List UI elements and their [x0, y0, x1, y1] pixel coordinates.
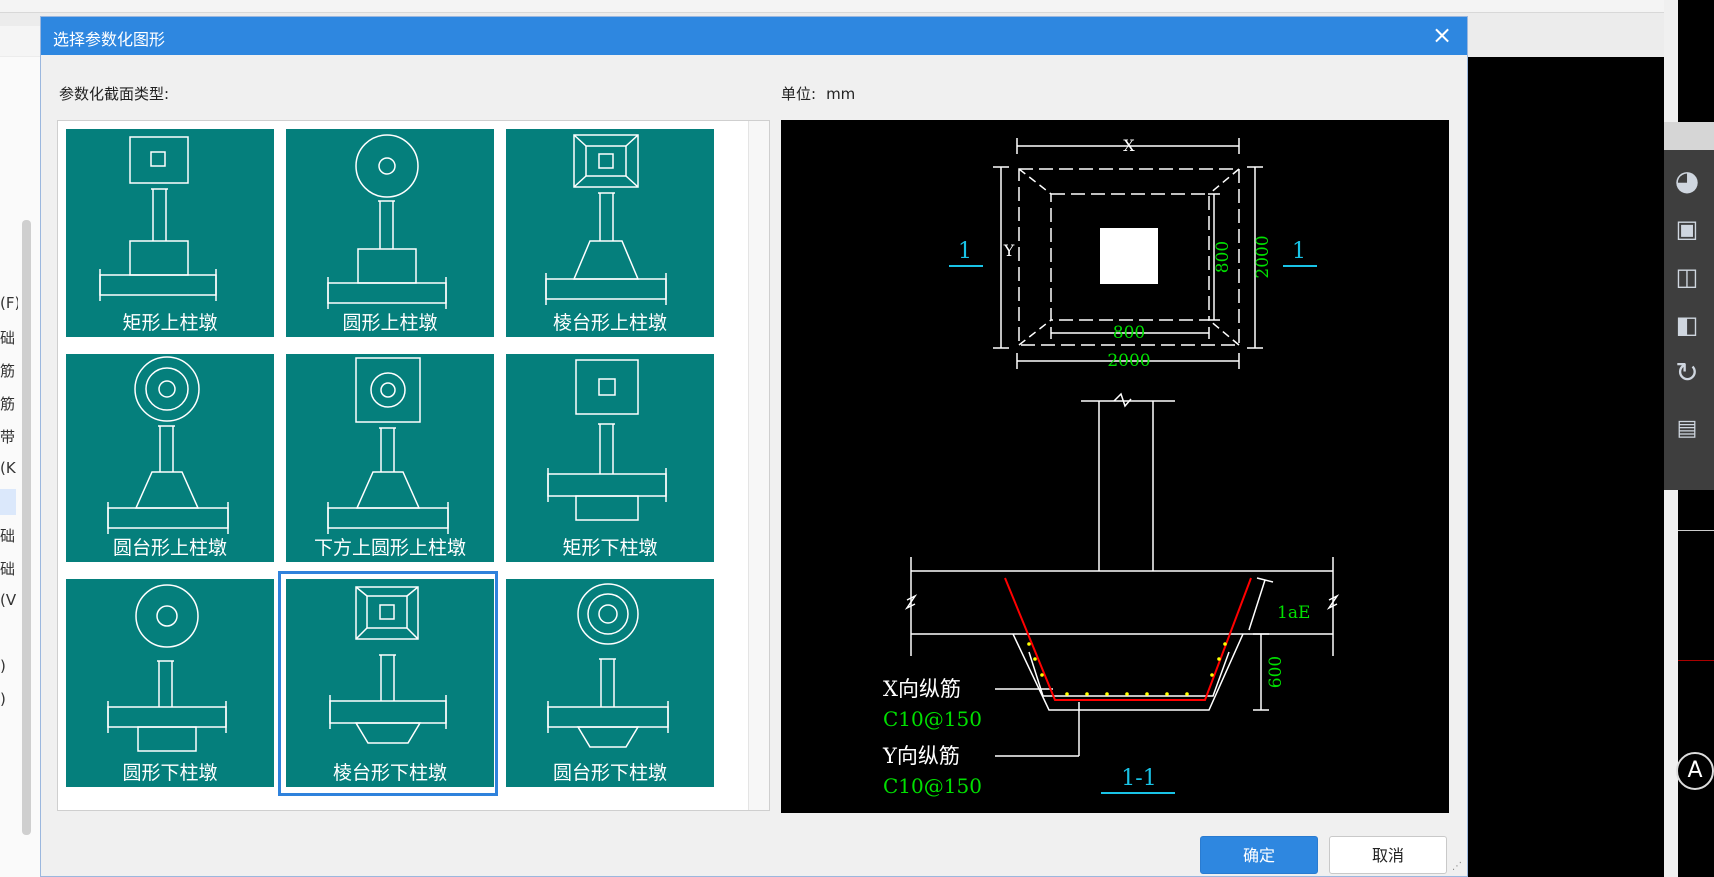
left-nav-item[interactable]: 础: [0, 560, 16, 578]
shape-name: 圆形下柱墩: [122, 762, 218, 784]
axis-marker-a: A: [1676, 752, 1714, 790]
rect-lower-pier-icon: [547, 359, 667, 521]
left-nav-item[interactable]: (V: [0, 591, 17, 609]
dim-2000-h: 2000: [1107, 351, 1150, 371]
shape-tile-frustum-upper[interactable]: 棱台形上柱墩: [498, 121, 718, 346]
left-nav-item[interactable]: ): [0, 657, 6, 675]
dialog-titlebar: 选择参数化图形 ×: [41, 17, 1467, 55]
shape-tile-face: 下方上圆形上柱墩: [286, 354, 494, 562]
frustum-lower-pier-icon: [329, 586, 447, 744]
shape-tile-circle-upper[interactable]: 圆形上柱墩: [278, 121, 498, 346]
shape-tile-circle-lower[interactable]: 圆形下柱墩: [58, 571, 278, 796]
shape-name: 下方上圆形上柱墩: [313, 537, 466, 559]
dim-800-h: 800: [1113, 323, 1145, 343]
cancel-button[interactable]: 取消: [1329, 836, 1447, 874]
shape-tile-face: 棱台形下柱墩: [286, 579, 494, 787]
left-panel-scrollbar[interactable]: [22, 220, 31, 835]
rect-upper-pier-icon: [99, 136, 217, 301]
left-nav-panel: (F) 础 筋 筋 带 (K 础 础 (V ) ): [0, 57, 41, 877]
square-circle-upper-pier-icon: [327, 357, 449, 534]
cad-canvas[interactable]: [1468, 57, 1664, 877]
layer-list-icon[interactable]: ▤: [1676, 416, 1698, 441]
shape-tile-face: 圆台形上柱墩: [66, 354, 274, 562]
close-icon[interactable]: ×: [1431, 21, 1453, 49]
dim-y-label: Y: [1003, 241, 1015, 260]
x-rebar-spec: C10@150: [883, 707, 982, 731]
shape-tile-face: 棱台形上柱墩: [506, 129, 714, 337]
shape-tile-face: 圆形下柱墩: [66, 579, 274, 787]
dim-2000-v: 2000: [1253, 235, 1273, 278]
dialog-title: 选择参数化图形: [53, 30, 166, 49]
preview-drawing: X Y 800 2000 800 2000 1 1: [882, 136, 1340, 798]
unit-label: 单位: mm: [781, 83, 855, 104]
shape-name: 圆台形下柱墩: [552, 762, 667, 784]
ok-button[interactable]: 确定: [1200, 836, 1318, 874]
view-toolbar: ◕ ▣ ◫ ◧ ↻ ▤: [1664, 0, 1714, 877]
left-nav-item[interactable]: (K: [0, 459, 16, 477]
shape-tile-face: 圆形上柱墩: [286, 129, 494, 337]
shape-name: 矩形下柱墩: [562, 537, 658, 559]
cone-lower-pier-icon: [547, 583, 669, 748]
view-top-icon[interactable]: ◫: [1675, 263, 1699, 291]
cone-upper-pier-icon: [107, 356, 229, 534]
circle-upper-pier-icon: [327, 134, 447, 309]
shape-tile-face: 矩形上柱墩: [66, 129, 274, 337]
shape-grid-scrollbar[interactable]: [748, 121, 769, 810]
shape-tile-face: 矩形下柱墩: [506, 354, 714, 562]
shape-name: 圆形上柱墩: [342, 312, 438, 334]
rotate-icon[interactable]: ↻: [1675, 356, 1699, 389]
dim-x-label: X: [1123, 136, 1135, 155]
section-title: 1-1: [1121, 766, 1156, 791]
app-toolbar: [0, 26, 40, 56]
shape-name: 矩形上柱墩: [122, 312, 218, 334]
left-nav-item[interactable]: (F): [0, 294, 18, 312]
left-nav-item[interactable]: ): [0, 690, 6, 708]
param-shape-dialog: 选择参数化图形 × 参数化截面类型: 单位: mm 矩形上柱墩: [40, 16, 1468, 877]
dim-800-v: 800: [1213, 241, 1233, 273]
rebar-line: [1004, 577, 1252, 701]
shape-tile-cone-lower[interactable]: 圆台形下柱墩: [498, 571, 718, 796]
dim-600: 600: [1266, 656, 1286, 688]
left-nav-item-selected[interactable]: [0, 489, 16, 515]
left-nav-item[interactable]: 带: [0, 428, 16, 446]
resize-grip-icon[interactable]: ⋰: [1452, 861, 1462, 872]
circle-lower-pier-icon: [107, 584, 227, 752]
view-box-icon[interactable]: ◧: [1675, 311, 1699, 339]
section-mark-right: 1: [1292, 239, 1306, 264]
column-plan-square: [1100, 228, 1158, 284]
unit-caption: 单位:: [781, 85, 817, 103]
left-nav-item[interactable]: 筋: [0, 395, 16, 413]
shape-grid: 矩形上柱墩 圆形上柱墩: [57, 120, 770, 811]
left-nav-item[interactable]: 筋: [0, 362, 16, 380]
shape-name: 圆台形上柱墩: [112, 537, 227, 559]
shape-name: 棱台形上柱墩: [552, 312, 667, 334]
orbit-icon[interactable]: ◕: [1674, 164, 1700, 197]
shape-tile-frustum-lower[interactable]: 棱台形下柱墩: [278, 571, 498, 796]
shape-tile-rect-lower[interactable]: 矩形下柱墩: [498, 346, 718, 571]
shape-tile-cone-upper[interactable]: 圆台形上柱墩: [58, 346, 278, 571]
view-toolbar-panel: ◕ ▣ ◫ ◧ ↻ ▤: [1664, 150, 1714, 490]
section-type-label: 参数化截面类型:: [59, 85, 170, 103]
y-rebar-spec: C10@150: [883, 774, 982, 798]
shape-tile-face: 圆台形下柱墩: [506, 579, 714, 787]
shape-preview: X Y 800 2000 800 2000 1 1: [781, 120, 1449, 813]
x-rebar-label: X向纵筋: [883, 677, 961, 701]
lae-label: 1aE: [1277, 603, 1310, 623]
left-nav-item[interactable]: 础: [0, 329, 16, 347]
y-rebar-label: Y向纵筋: [882, 744, 960, 768]
shape-name: 棱台形下柱墩: [332, 762, 447, 784]
left-nav-item[interactable]: 础: [0, 527, 16, 545]
app-top-bar: [0, 0, 1714, 13]
rebar-dots: [1027, 642, 1227, 696]
shape-tile-rect-upper[interactable]: 矩形上柱墩: [58, 121, 278, 346]
section-mark-left: 1: [958, 239, 972, 264]
unit-value: mm: [826, 85, 856, 103]
frustum-upper-pier-icon: [545, 134, 667, 305]
shape-tile-square-circle-upper[interactable]: 下方上圆形上柱墩: [278, 346, 498, 571]
view-3d-icon[interactable]: ▣: [1675, 215, 1699, 243]
